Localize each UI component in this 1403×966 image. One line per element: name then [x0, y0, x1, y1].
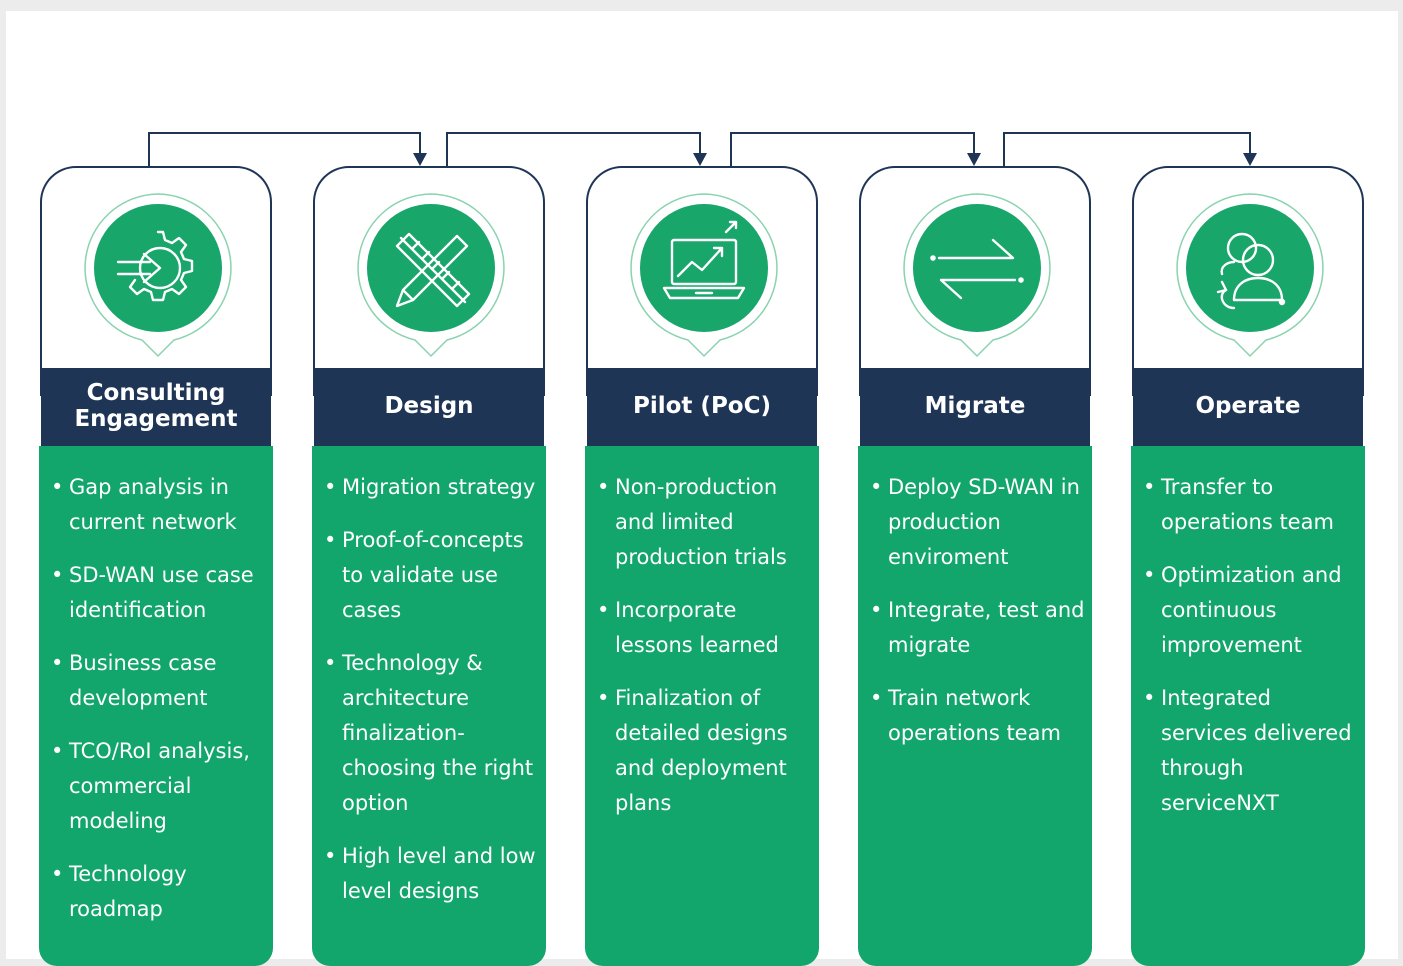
list-item: •Gap analysis in current network — [51, 475, 237, 534]
stage-body: •Gap analysis in current network •SD-WAN… — [39, 446, 273, 966]
list-item: •Integrate, test and migrate — [870, 598, 1085, 657]
bullet-list: •Migration strategy •Proof-of-concepts t… — [312, 446, 546, 909]
stage-body: •Deploy SD-WAN in production enviroment … — [858, 446, 1092, 966]
bullet-list: •Gap analysis in current network •SD-WAN… — [39, 446, 273, 927]
stage-icon-badge — [630, 193, 778, 358]
list-item: •Non-production and limited production t… — [597, 475, 787, 569]
stage-title: Design — [314, 368, 544, 446]
laptop-chart-icon — [662, 220, 746, 300]
bullet-list: •Deploy SD-WAN in production enviroment … — [858, 446, 1092, 751]
list-item: •Transfer to operations team — [1143, 475, 1334, 534]
bullet-list: •Transfer to operations team •Optimizati… — [1131, 446, 1365, 821]
stage-body: •Non-production and limited production t… — [585, 446, 819, 966]
list-item: •Incorporate lessons learned — [597, 598, 779, 657]
stage-card-top — [859, 166, 1091, 396]
stage-icon-badge — [903, 193, 1051, 358]
stage-icon-badge — [357, 193, 505, 358]
swap-arrows-icon — [930, 238, 1024, 300]
stage-body: •Migration strategy •Proof-of-concepts t… — [312, 446, 546, 966]
list-item: •Deploy SD-WAN in production enviroment — [870, 475, 1080, 569]
list-item: •Business case development — [51, 651, 217, 710]
stage-title: Operate — [1133, 368, 1363, 446]
list-item: •Optimization and continuous improvement — [1143, 563, 1342, 657]
stage-card-top — [586, 166, 818, 396]
list-item: •High level and low level designs — [324, 844, 536, 903]
list-item: •Finalization of detailed designs and de… — [597, 686, 788, 815]
list-item: •TCO/RoI analysis, commercial modeling — [51, 739, 250, 833]
list-item: •Integrated services delivered through s… — [1143, 686, 1352, 815]
list-item: •Train network operations team — [870, 686, 1061, 745]
bullet-list: •Non-production and limited production t… — [585, 446, 819, 821]
stage-body: •Transfer to operations team •Optimizati… — [1131, 446, 1365, 966]
list-item: •Proof-of-concepts to validate use cases — [324, 528, 524, 622]
users-cycle-icon — [1216, 232, 1286, 310]
list-item: •Migration strategy — [324, 475, 536, 499]
pencil-ruler-icon — [395, 232, 471, 308]
stage-card-top — [40, 166, 272, 396]
stage-card-top — [313, 166, 545, 396]
stage-title: Migrate — [860, 368, 1090, 446]
stage-title: Consulting Engagement — [41, 368, 271, 446]
stage-icon-badge — [1176, 193, 1324, 358]
gear-arrow-icon — [116, 230, 194, 302]
stage-title: Pilot (PoC) — [587, 368, 817, 446]
list-item: •Technology roadmap — [51, 862, 187, 921]
list-item: •Technology & architecture finalization-… — [324, 651, 534, 815]
stage-card-top — [1132, 166, 1364, 396]
stage-icon-badge — [84, 193, 232, 358]
list-item: •SD-WAN use case identification — [51, 563, 254, 622]
